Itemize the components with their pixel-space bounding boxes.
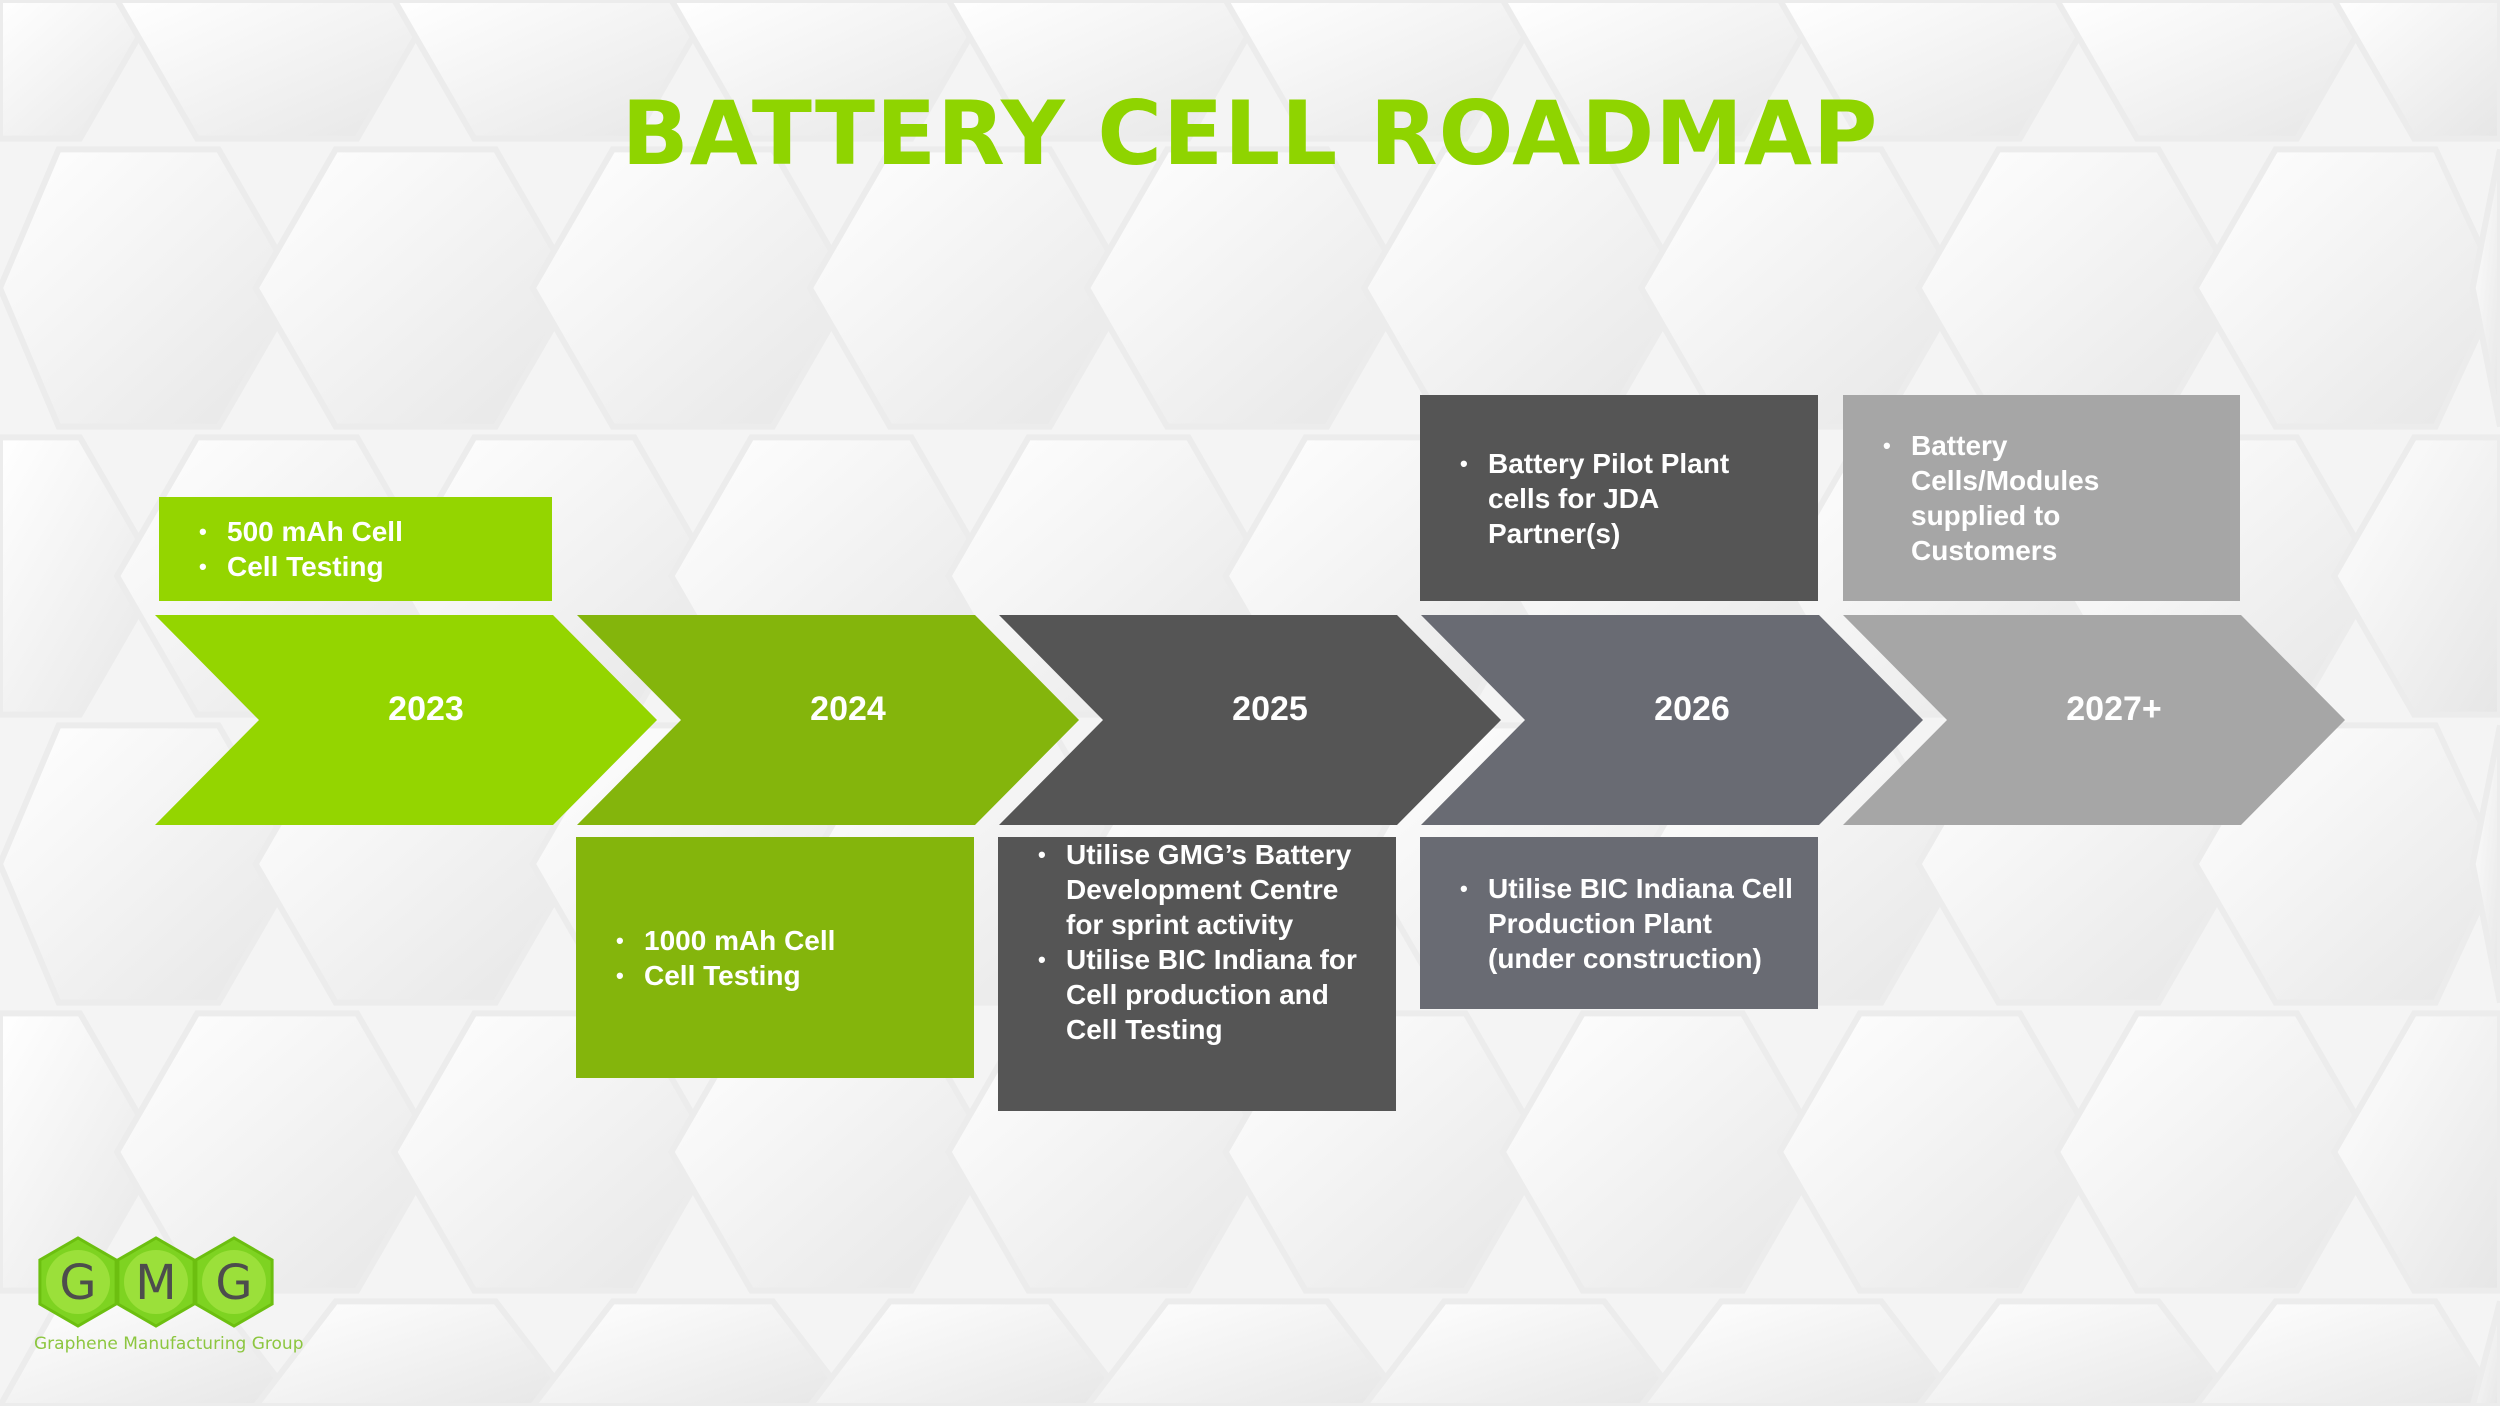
background-hexagon <box>1637 1298 1966 1406</box>
bullet: Utilise BIC Indiana Cell Production Plan… <box>1460 871 1798 976</box>
year-2023: 2023 <box>388 690 464 728</box>
background-hexagon <box>2191 1298 2500 1406</box>
box-2025-bottom: Utilise GMG’s Battery Development Centre… <box>998 837 1396 1111</box>
background-hexagon <box>2053 0 2381 142</box>
background-hexagon <box>2469 724 2500 1004</box>
page-title: BATTERY CELL ROADMAP <box>621 82 1879 185</box>
background-hexagon <box>0 0 164 142</box>
logo-circle <box>46 1250 110 1314</box>
background-hexagon <box>667 0 995 142</box>
background-hexagon <box>390 0 718 142</box>
box-2024-bottom: 1000 mAh CellCell Testing <box>576 837 974 1078</box>
logo-circle <box>202 1250 266 1314</box>
logo-circle <box>124 1250 188 1314</box>
background-hexagon <box>1083 146 1411 430</box>
chevron-2024 <box>577 615 1079 825</box>
background-hexagon <box>1083 1298 1411 1406</box>
year-2025: 2025 <box>1232 690 1308 728</box>
year-2026: 2026 <box>1654 690 1730 728</box>
background-hexagon <box>1499 0 1827 142</box>
box-2023-top: 500 mAh CellCell Testing <box>159 497 552 601</box>
logo-letter: G <box>59 1255 96 1311</box>
background-hexagon <box>113 0 441 142</box>
background-hexagon <box>2330 0 2500 142</box>
bullet: Utilise GMG’s Battery Development Centre… <box>1038 837 1376 942</box>
box-2026-top: Battery Pilot Plant cells for JDA Partne… <box>1420 395 1818 601</box>
logo-letter: M <box>135 1255 176 1311</box>
background-hexagon <box>1914 1298 2243 1406</box>
background-hexagon <box>0 434 164 718</box>
background-hexagon <box>1776 1010 2104 1294</box>
year-2024: 2024 <box>810 690 886 728</box>
background-hexagon <box>2330 434 2500 718</box>
bullet: 500 mAh Cell <box>199 514 532 549</box>
background-hexagon <box>2469 148 2500 428</box>
bullet: Utilise BIC Indiana for Cell production … <box>1038 942 1376 1047</box>
bullet: Cell Testing <box>616 958 954 993</box>
background-hexagon <box>1360 1298 1688 1406</box>
background-hexagon <box>2053 1010 2381 1294</box>
bullet: Cell Testing <box>199 549 532 584</box>
bullet: 1000 mAh Cell <box>616 923 954 958</box>
logo-letter: G <box>215 1255 252 1311</box>
background-hexagon <box>0 146 303 430</box>
chevron-2023 <box>155 615 657 825</box>
chevron-2025 <box>999 615 1501 825</box>
background-hexagon <box>113 1010 441 1294</box>
chevron-2027+ <box>1843 615 2345 825</box>
bullet: Battery Cells/Modules supplied to Custom… <box>1883 428 2180 568</box>
background-hexagon <box>2330 1010 2500 1294</box>
box-2026-bottom: Utilise BIC Indiana Cell Production Plan… <box>1420 837 1818 1009</box>
bullet: Battery Pilot Plant cells for JDA Partne… <box>1460 446 1798 551</box>
background-hexagon <box>2192 722 2500 1006</box>
background-hexagon <box>806 146 1134 430</box>
background-hexagon <box>1499 1010 1827 1294</box>
background-hexagon <box>529 146 857 430</box>
background-hexagon <box>252 146 580 430</box>
year-2027: 2027+ <box>2066 690 2162 728</box>
background-hexagon <box>806 1298 1134 1406</box>
background-hexagon <box>529 1298 857 1406</box>
background-hexagon <box>1776 0 2104 142</box>
logo-company-name: Graphene Manufacturing Group <box>34 1334 304 1354</box>
box-2027-top: Battery Cells/Modules supplied to Custom… <box>1843 395 2240 601</box>
background-hexagon <box>2469 1300 2500 1406</box>
chevron-2026 <box>1421 615 1923 825</box>
background-hexagon <box>1222 0 1550 142</box>
background-hexagon <box>251 1298 580 1406</box>
background-hexagon <box>945 0 1272 142</box>
background-hexagon <box>2192 146 2500 430</box>
